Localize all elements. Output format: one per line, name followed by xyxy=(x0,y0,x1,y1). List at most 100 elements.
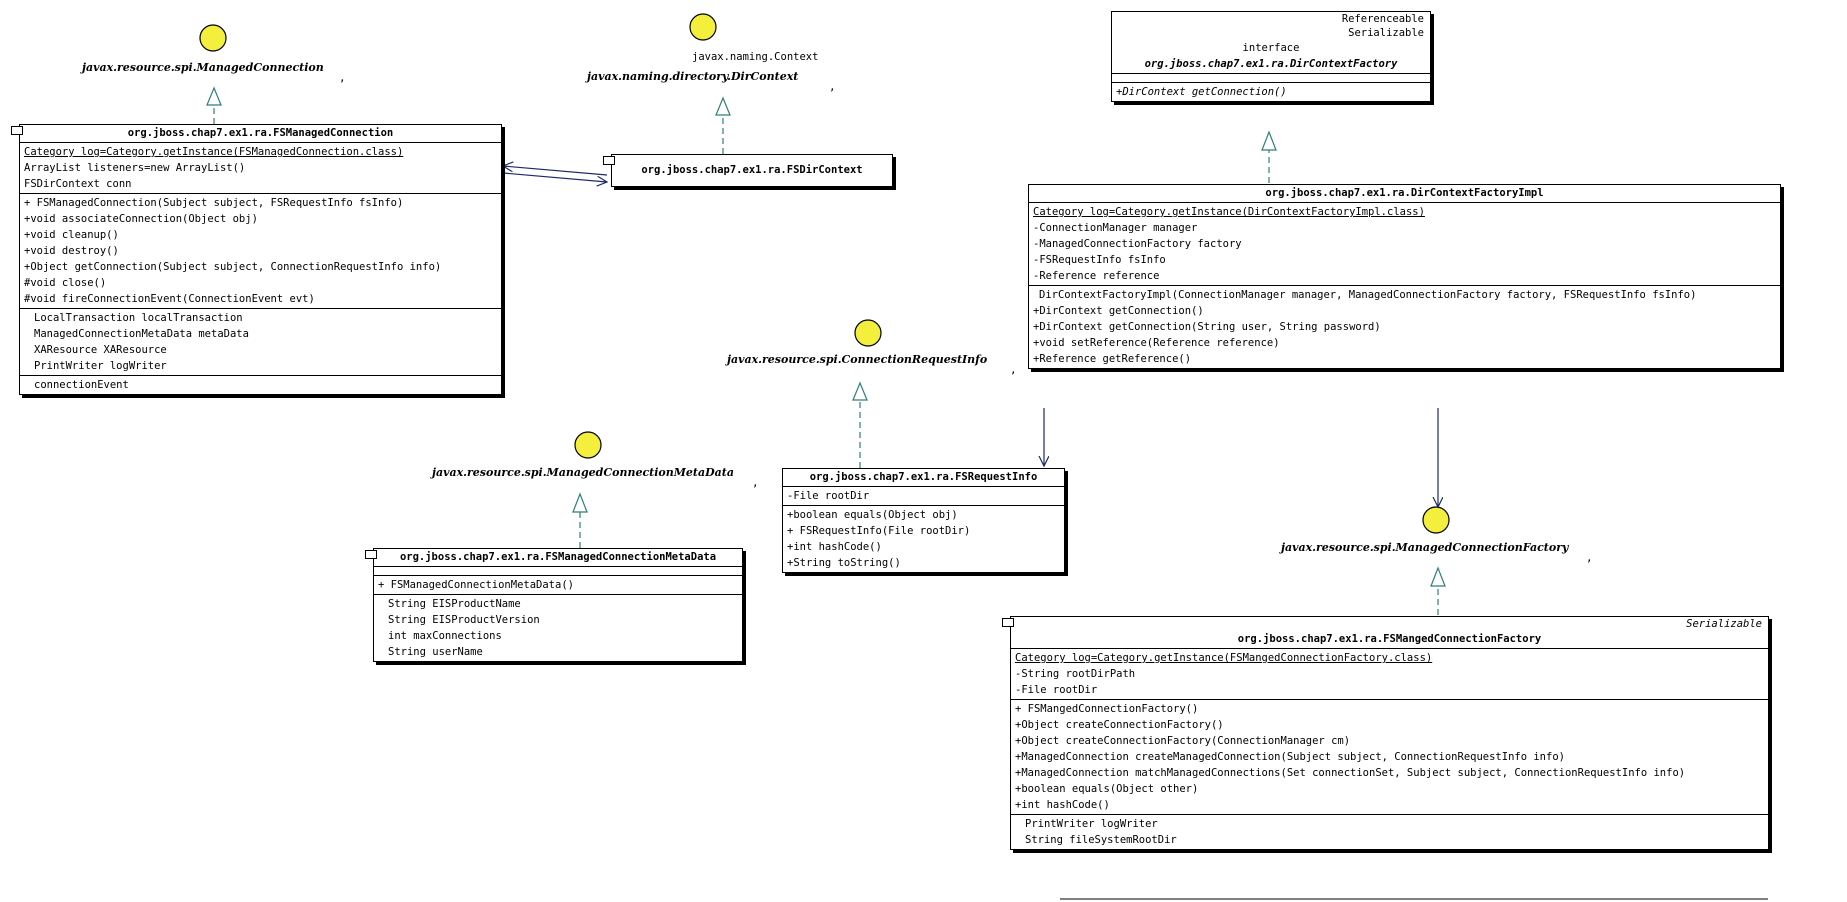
class-property: String userName xyxy=(388,646,483,658)
interface-label-connection-request-info: javax.resource.spi.ConnectionRequestInfo xyxy=(727,353,988,366)
class-operation: DirContextFactoryImpl(ConnectionManager … xyxy=(1039,289,1697,301)
class-title: org.jboss.chap7.ex1.ra.DirContextFactory… xyxy=(1265,187,1544,199)
class-property: PrintWriter logWriter xyxy=(1025,818,1158,830)
class-operation: +DirContext getConnection() xyxy=(1116,86,1287,98)
class-operation: + FSManagedConnectionMetaData() xyxy=(378,579,574,591)
class-dir-context-factory-impl[interactable]: org.jboss.chap7.ex1.ra.DirContextFactory… xyxy=(1028,184,1781,369)
class-operation: +boolean equals(Object other) xyxy=(1015,783,1199,795)
operations-section: + FSManagedConnection(Subject subject, F… xyxy=(20,193,501,308)
class-title: org.jboss.chap7.ex1.ra.FSMangedConnectio… xyxy=(1237,633,1542,645)
class-operation: +int hashCode() xyxy=(787,541,882,553)
interface-label-naming-context: javax.naming.Context xyxy=(692,51,819,63)
class-tab-icon xyxy=(1002,618,1014,627)
class-property: LocalTransaction localTransaction xyxy=(34,312,243,324)
lollipop-managed-connection-meta-data xyxy=(574,431,602,459)
class-operation: +Object createConnectionFactory(Connecti… xyxy=(1015,735,1351,747)
interface-dir-context-factory[interactable]: Referenceable Serializable interface org… xyxy=(1111,11,1431,102)
comma-separator: , xyxy=(339,71,346,84)
class-attribute: -FSRequestInfo fsInfo xyxy=(1033,254,1166,266)
class-title: org.jboss.chap7.ex1.ra.FSManagedConnecti… xyxy=(399,551,717,563)
class-title: org.jboss.chap7.ex1.ra.FSManagedConnecti… xyxy=(127,127,394,139)
class-title: org.jboss.chap7.ex1.ra.FSDirContext xyxy=(641,164,863,176)
class-property: String fileSystemRootDir xyxy=(1025,834,1177,846)
class-attribute: Category log=Category.getInstance(FSMana… xyxy=(24,146,404,158)
class-property: PrintWriter logWriter xyxy=(34,360,167,372)
operations-section: DirContextFactoryImpl(ConnectionManager … xyxy=(1029,285,1780,368)
class-property: String EISProductName xyxy=(388,598,521,610)
class-operation: + FSManagedConnection(Subject subject, F… xyxy=(24,197,404,209)
lollipop-managed-connection xyxy=(199,24,227,52)
class-operation: +ManagedConnection createManagedConnecti… xyxy=(1015,751,1565,763)
class-operation: +void setReference(Reference reference) xyxy=(1033,337,1280,349)
attributes-section: Category log=Category.getInstance(DirCon… xyxy=(1029,202,1780,285)
interface-label-dir-context: javax.naming.directory.DirContext xyxy=(587,70,799,83)
class-attribute: ArrayList listeners=new ArrayList() xyxy=(24,162,246,174)
comma-separator: , xyxy=(1586,551,1593,564)
class-event: connectionEvent xyxy=(34,379,129,391)
attributes-section: Category log=Category.getInstance(FSMana… xyxy=(20,142,501,193)
class-operation: +boolean equals(Object obj) xyxy=(787,509,958,521)
stereotype-label: Serializable xyxy=(1348,27,1424,39)
class-tab-icon xyxy=(11,126,23,135)
lollipop-dir-context xyxy=(689,13,717,41)
operations-section: + FSManagedConnectionMetaData() xyxy=(374,575,742,594)
lollipop-managed-connection-factory xyxy=(1422,506,1450,534)
stereotype-label: Serializable xyxy=(1686,618,1762,630)
class-fs-request-info[interactable]: org.jboss.chap7.ex1.ra.FSRequestInfo -Fi… xyxy=(782,468,1065,573)
class-property: ManagedConnectionMetaData metaData xyxy=(34,328,249,340)
operations-section: + FSMangedConnectionFactory() +Object cr… xyxy=(1011,699,1768,814)
class-property: int maxConnections xyxy=(388,630,502,642)
class-operation: + FSRequestInfo(File rootDir) xyxy=(787,525,971,537)
class-title: org.jboss.chap7.ex1.ra.DirContextFactory xyxy=(1144,58,1398,70)
comma-separator: , xyxy=(752,476,759,489)
attributes-section: Category log=Category.getInstance(FSMang… xyxy=(1011,648,1768,699)
class-fs-managed-connection-factory[interactable]: Serializable org.jboss.chap7.ex1.ra.FSMa… xyxy=(1002,616,1769,850)
interface-kind-label: interface xyxy=(1242,42,1300,54)
class-operation: +void cleanup() xyxy=(24,229,119,241)
interface-label-managed-connection-factory: javax.resource.spi.ManagedConnectionFact… xyxy=(1281,541,1569,554)
class-operation: #void close() xyxy=(24,277,107,289)
stereotype-label: Referenceable xyxy=(1341,13,1424,25)
lollipop-connection-request-info xyxy=(854,319,882,347)
interface-label-managed-connection-meta-data: javax.resource.spi.ManagedConnectionMeta… xyxy=(432,466,734,479)
class-title: org.jboss.chap7.ex1.ra.FSRequestInfo xyxy=(809,471,1038,483)
class-fs-managed-connection-meta-data[interactable]: org.jboss.chap7.ex1.ra.FSManagedConnecti… xyxy=(365,548,743,662)
attributes-section: -File rootDir xyxy=(783,486,1064,505)
class-operation: +DirContext getConnection() xyxy=(1033,305,1204,317)
class-fs-managed-connection[interactable]: org.jboss.chap7.ex1.ra.FSManagedConnecti… xyxy=(11,124,502,395)
class-property: XAResource XAResource xyxy=(34,344,167,356)
class-operation: #void fireConnectionEvent(ConnectionEven… xyxy=(24,293,315,305)
class-attribute: -Reference reference xyxy=(1033,270,1160,282)
operations-section: +DirContext getConnection() xyxy=(1112,82,1430,101)
class-fs-dir-context[interactable]: org.jboss.chap7.ex1.ra.FSDirContext xyxy=(603,154,893,187)
interface-label-managed-connection: javax.resource.spi.ManagedConnection xyxy=(82,61,324,74)
class-property: String EISProductVersion xyxy=(388,614,540,626)
class-attribute: FSDirContext conn xyxy=(24,178,132,190)
class-tab-icon xyxy=(365,550,377,559)
class-operation: +int hashCode() xyxy=(1015,799,1110,811)
events-section: connectionEvent xyxy=(20,375,501,394)
comma-separator: , xyxy=(829,80,836,93)
class-operation: +Object createConnectionFactory() xyxy=(1015,719,1224,731)
class-operation: +DirContext getConnection(String user, S… xyxy=(1033,321,1381,333)
class-operation: +String toString() xyxy=(787,557,901,569)
class-operation: +Reference getReference() xyxy=(1033,353,1192,365)
class-attribute: -File rootDir xyxy=(1015,684,1098,696)
comma-separator: , xyxy=(1010,363,1017,376)
class-attribute: -File rootDir xyxy=(787,490,870,502)
operations-section: +boolean equals(Object obj) + FSRequestI… xyxy=(783,505,1064,572)
class-operation: +void destroy() xyxy=(24,245,119,257)
class-operation: +Object getConnection(Subject subject, C… xyxy=(24,261,442,273)
properties-section: LocalTransaction localTransaction Manage… xyxy=(20,308,501,375)
properties-section: PrintWriter logWriter String fileSystemR… xyxy=(1011,814,1768,849)
class-attribute: -ManagedConnectionFactory factory xyxy=(1033,238,1242,250)
attributes-section xyxy=(1112,73,1430,82)
class-operation: + FSMangedConnectionFactory() xyxy=(1015,703,1199,715)
class-attribute: -String rootDirPath xyxy=(1015,668,1136,680)
attributes-section xyxy=(374,566,742,575)
class-operation: +void associateConnection(Object obj) xyxy=(24,213,258,225)
class-operation: +ManagedConnection matchManagedConnectio… xyxy=(1015,767,1686,779)
class-attribute: -ConnectionManager manager xyxy=(1033,222,1198,234)
class-tab-icon xyxy=(603,156,615,165)
